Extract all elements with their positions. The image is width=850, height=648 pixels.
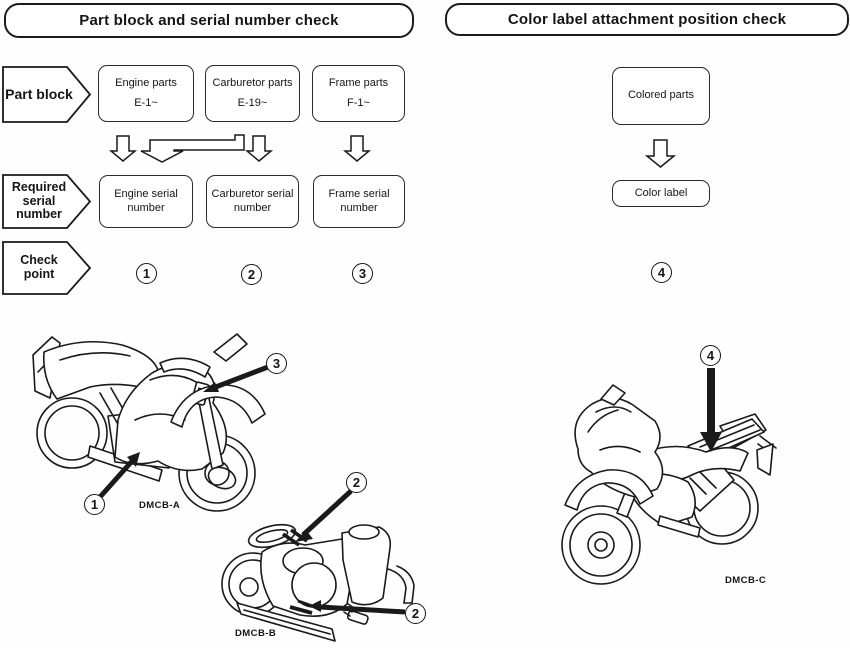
frame-parts-title: Frame parts (328, 76, 389, 89)
check-point-2-badge: 2 (241, 264, 262, 285)
bike-c-callout-4: 4 (706, 348, 715, 363)
carb-b-label-text: DMCB-B (235, 628, 277, 639)
down-arrow-icon (109, 135, 138, 162)
right-section-title: Color label attachment position check (507, 11, 787, 28)
motorcycle-figures-drawing (32, 333, 777, 642)
check-point-pentagon (2, 241, 92, 295)
check-point-3-badge: 3 (352, 263, 373, 284)
carburetor-serial-box: Carburetor serial number (206, 175, 299, 228)
bike-a-label-text: DMCB-A (139, 500, 181, 511)
colored-parts-box: Colored parts (612, 67, 710, 125)
carb-b-callout-2-bottom-badge: 2 (405, 603, 426, 624)
required-line3: number (16, 207, 62, 222)
engine-serial-line1: Engine serial (114, 188, 178, 201)
engine-parts-box: Engine parts E-1~ (98, 65, 194, 122)
engine-parts-title: Engine parts (115, 76, 177, 89)
carburetor-parts-code: E-19~ (237, 96, 268, 109)
check-point-2: 2 (247, 267, 256, 282)
bike-a-callout-1: 1 (90, 497, 99, 512)
colored-parts-text: Colored parts (627, 89, 695, 102)
check-line1: Check (20, 253, 58, 268)
color-label-text: Color label (634, 186, 688, 199)
bike-a-drawing (32, 333, 269, 512)
engine-serial-line2: number (127, 201, 165, 214)
required-line2: serial (22, 193, 56, 208)
down-arrow-icon (645, 139, 676, 168)
bike-a-callout-3-badge: 3 (266, 353, 287, 374)
engine-parts-code: E-1~ (134, 96, 158, 109)
bike-a-callout-1-badge: 1 (84, 494, 105, 515)
check-point-4: 4 (657, 265, 666, 280)
frame-serial-line1: Frame serial (328, 188, 390, 201)
carb-b-figure-label: DMCB-B (235, 628, 276, 639)
check-line2: point (23, 267, 55, 281)
required-serial-pentagon (2, 174, 92, 229)
down-arrow-icon (343, 135, 372, 162)
part-block-pentagon-label: Part block (2, 66, 76, 123)
check-point-pentagon-label: Check point (2, 241, 76, 295)
frame-parts-box: Frame parts F-1~ (312, 65, 405, 122)
down-arrow-icon (245, 135, 274, 162)
elbow-arrow-icon (140, 134, 245, 163)
carb-b-callout-2-bottom: 2 (411, 606, 420, 621)
bike-a-figure-label: DMCB-A (139, 500, 180, 511)
required-serial-pentagon-label: Required serial number (2, 174, 76, 229)
carburetor-parts-box: Carburetor parts E-19~ (205, 65, 300, 122)
carb-b-drawing (221, 489, 415, 642)
check-point-1-badge: 1 (136, 263, 157, 284)
left-section-header: Part block and serial number check (4, 3, 414, 38)
frame-serial-box: Frame serial number (313, 175, 405, 228)
carburetor-serial-line1: Carburetor serial (211, 188, 294, 201)
carb-b-callout-2-top: 2 (352, 475, 361, 490)
carburetor-serial-line2: number (233, 201, 272, 214)
left-section-title: Part block and serial number check (79, 12, 339, 29)
right-section-header: Color label attachment position check (445, 3, 849, 36)
frame-parts-code: F-1~ (347, 96, 370, 109)
bike-c-figure-label: DMCB-C (725, 575, 766, 586)
carburetor-parts-title: Carburetor parts (212, 76, 293, 89)
bike-c-drawing (561, 368, 777, 585)
part-block-text: Part block (5, 85, 73, 102)
bike-c-callout-4-badge: 4 (700, 345, 721, 366)
frame-serial-line2: number (340, 201, 378, 214)
check-point-4-badge: 4 (651, 262, 672, 283)
engine-serial-box: Engine serial number (99, 175, 193, 228)
check-point-1: 1 (142, 266, 151, 281)
part-block-pentagon (2, 66, 92, 123)
bike-a-callout-3: 3 (272, 356, 281, 371)
color-label-box: Color label (612, 180, 710, 207)
bike-c-label-text: DMCB-C (725, 575, 767, 586)
required-line1: Required (11, 179, 67, 194)
check-point-3: 3 (358, 266, 367, 281)
carb-b-callout-2-top-badge: 2 (346, 472, 367, 493)
